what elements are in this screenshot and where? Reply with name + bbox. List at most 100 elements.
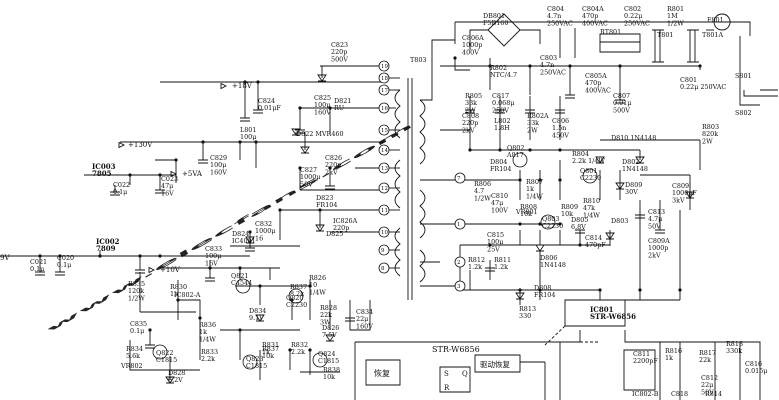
junction-dot bbox=[698, 64, 702, 68]
component-label: 10k bbox=[323, 373, 335, 381]
capacitor-symbol bbox=[555, 109, 565, 114]
junction-dot bbox=[158, 173, 162, 177]
component-label: 1N4148 bbox=[540, 261, 566, 269]
junction-dot bbox=[288, 348, 292, 352]
component-label: D804 bbox=[490, 158, 507, 166]
component-label: 16V bbox=[161, 189, 174, 197]
component-label: 100μ bbox=[487, 238, 503, 246]
junction-dot bbox=[258, 284, 262, 288]
junction-dot bbox=[201, 140, 205, 144]
wire bbox=[129, 340, 200, 371]
component-label: A817 bbox=[506, 151, 524, 159]
component-label: R836 bbox=[199, 321, 216, 329]
component-label: R834 bbox=[126, 345, 143, 353]
arrow-icon bbox=[148, 266, 156, 274]
component-label: C816 bbox=[745, 360, 762, 368]
component-label: 120k bbox=[128, 287, 144, 295]
component-label: 6.2V bbox=[168, 376, 183, 384]
component-label: 7809 bbox=[96, 244, 116, 253]
junction-dot bbox=[138, 254, 142, 258]
component-label: R802A bbox=[527, 112, 549, 120]
junction-dot bbox=[176, 298, 180, 302]
junction-dot bbox=[558, 178, 562, 182]
component-label: 33k bbox=[465, 99, 477, 107]
junction-dot bbox=[453, 56, 457, 60]
diode-symbol bbox=[317, 74, 327, 82]
component-label: C806A bbox=[462, 34, 484, 42]
component-label: 820k bbox=[702, 130, 718, 138]
diode-symbol bbox=[300, 146, 310, 154]
block-s-label: S bbox=[444, 370, 449, 378]
component-label: 50V bbox=[701, 388, 714, 396]
component-label: VR801 bbox=[515, 208, 538, 216]
capacitor-symbol bbox=[465, 109, 475, 114]
pin-number: 13 bbox=[381, 166, 388, 172]
diode-symbol bbox=[605, 232, 615, 240]
component-label: 330k bbox=[726, 347, 742, 355]
component-label: 100V bbox=[491, 206, 508, 214]
junction-dot bbox=[248, 230, 252, 234]
junction-dot bbox=[678, 288, 682, 292]
component-label: R832 bbox=[291, 341, 308, 349]
component-label: C811 bbox=[633, 350, 650, 358]
component-label: 1k bbox=[262, 348, 270, 356]
diode-symbol bbox=[315, 224, 325, 232]
capacitor-symbol bbox=[35, 271, 45, 276]
component-label: 0.068μ bbox=[492, 99, 514, 107]
component-label: R804 bbox=[572, 150, 589, 158]
component-label: Q823 bbox=[246, 355, 263, 363]
junction-dot bbox=[528, 148, 532, 152]
component-label: R814 bbox=[705, 390, 722, 398]
arrow-icon bbox=[220, 82, 228, 90]
junction-dot bbox=[558, 222, 562, 226]
component-label: C806 bbox=[552, 117, 569, 125]
component-label: R805 bbox=[465, 92, 482, 100]
component-label: 1/2W bbox=[474, 194, 491, 202]
pin-circle bbox=[378, 124, 390, 136]
wire bbox=[564, 299, 626, 327]
wire bbox=[599, 33, 641, 53]
pin-number: 17 bbox=[381, 88, 388, 94]
component-label: C4544 bbox=[231, 279, 252, 287]
diode-symbol bbox=[325, 334, 335, 342]
junction-dot bbox=[488, 64, 492, 68]
wire bbox=[623, 349, 656, 391]
component-label: 7.5V bbox=[322, 331, 337, 339]
component-label: D810 1N4148 bbox=[611, 134, 656, 142]
component-vr801: VR801 bbox=[515, 208, 538, 216]
component-label: R816 bbox=[665, 347, 682, 355]
junction-dot bbox=[518, 288, 522, 292]
transistor-symbol bbox=[235, 278, 251, 294]
component-label: 1/4W bbox=[199, 335, 216, 343]
pin-circle bbox=[378, 162, 390, 174]
